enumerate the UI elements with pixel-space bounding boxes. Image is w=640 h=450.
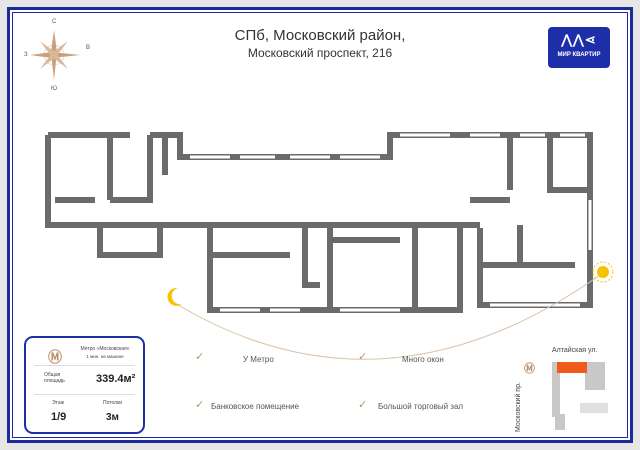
compass-rose-icon: С В З Ю xyxy=(22,19,92,92)
feature-item: Много окон xyxy=(402,355,444,364)
compass-south: Ю xyxy=(51,86,58,92)
floor-value: 1/9 xyxy=(51,411,67,423)
area-value: 339.4м² xyxy=(96,373,136,385)
check-icon: ✓ xyxy=(195,399,205,411)
feature-item: У Метро xyxy=(243,355,274,364)
ceiling-label: Потолки xyxy=(103,400,123,406)
title-line-2: Московский проспект, 216 xyxy=(247,46,393,60)
check-icon: ✓ xyxy=(358,351,368,363)
street-label: Алтайская ул. xyxy=(552,347,598,354)
property-highlight xyxy=(557,362,587,373)
sun-path xyxy=(169,274,601,360)
feature-item: Большой торговый зал xyxy=(378,402,464,411)
logo-mark-icon: ⋀⋀⋖ xyxy=(561,32,597,47)
compass-north: С xyxy=(52,19,57,25)
area-label: Общая площадь xyxy=(44,372,65,384)
metro-icon: Ⓜ xyxy=(48,349,62,365)
title-line-1: СПб, Московский район, xyxy=(234,27,406,44)
metro-name: Метро «Московская» xyxy=(80,346,130,352)
floor-label: Этаж xyxy=(52,400,64,406)
compass-east: В xyxy=(86,45,91,51)
metro-time: 1 мин. на машине xyxy=(86,354,124,359)
page-frame-inner xyxy=(12,12,628,438)
street-label: Московский пр. xyxy=(515,382,522,432)
logo: ⋀⋀⋖ МИР КВАРТИР xyxy=(548,27,610,68)
logo-text: МИР КВАРТИР xyxy=(557,52,601,58)
feature-item: Банковское помещение xyxy=(211,402,300,411)
sun-icon xyxy=(592,261,614,283)
ceiling-value: 3м xyxy=(106,412,119,423)
compass-west: З xyxy=(24,52,28,58)
info-card: Ⓜ Метро «Московская» 1 мин. на машине Об… xyxy=(24,336,145,434)
moon-icon xyxy=(167,287,182,306)
check-icon: ✓ xyxy=(358,399,368,411)
metro-icon: Ⓜ xyxy=(524,363,535,375)
check-icon: ✓ xyxy=(195,351,205,363)
